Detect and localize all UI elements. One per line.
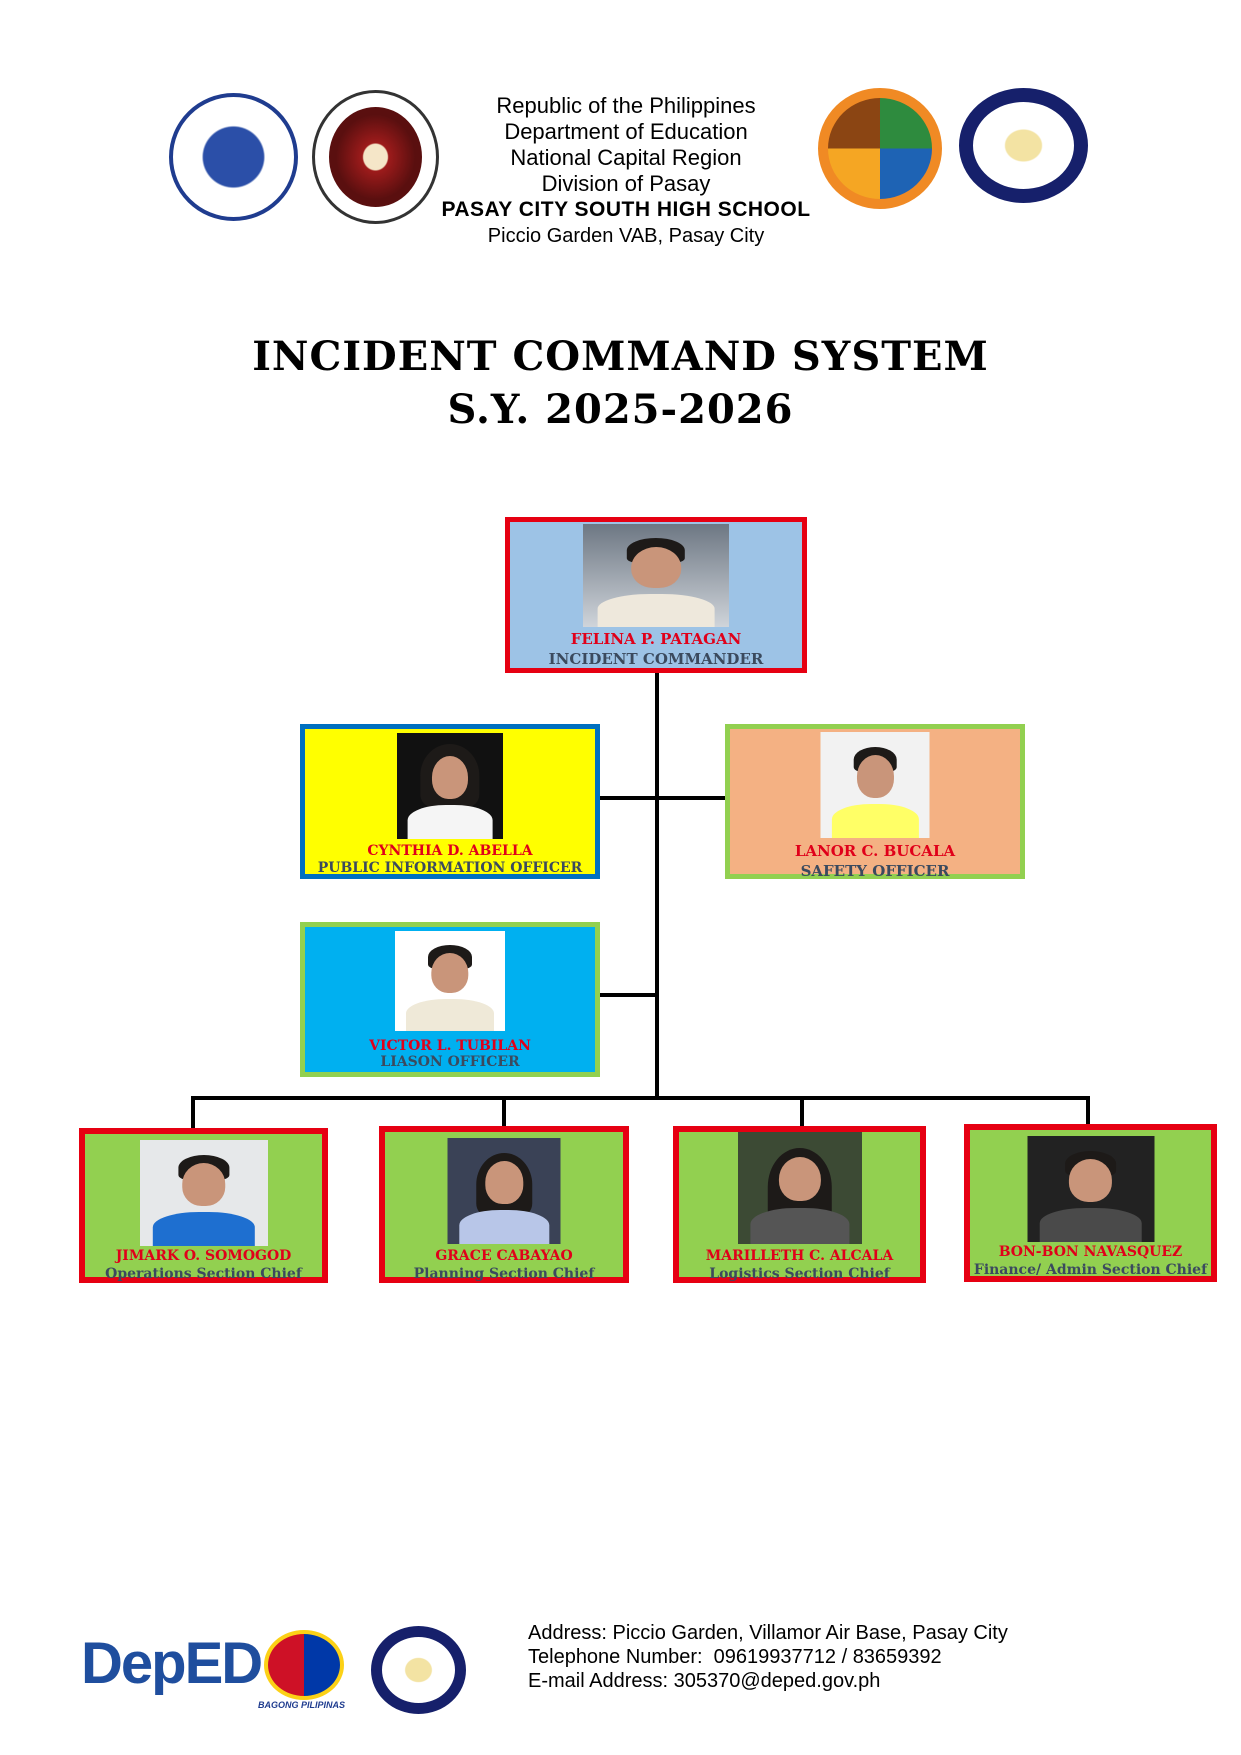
section-chief-role: Planning Section Chief xyxy=(413,1266,595,1282)
school-address: Piccio Garden VAB, Pasay City xyxy=(487,225,765,247)
connector-drop xyxy=(800,1096,804,1128)
section-chief-role: Operations Section Chief xyxy=(105,1266,302,1282)
section-chief-name: MARILLETH C. ALCALA xyxy=(705,1248,894,1264)
connector-drop xyxy=(502,1096,506,1128)
footer-address: Address: Piccio Garden, Villamor Air Bas… xyxy=(528,1622,1008,1644)
pio-role: PUBLIC INFORMATION OFFICER xyxy=(317,860,583,876)
liaison-role: LIASON OFFICER xyxy=(380,1054,520,1070)
header-line: Division of Pasay xyxy=(541,171,711,196)
section-chief-name: JIMARK O. SOMOGOD xyxy=(115,1248,292,1264)
connector-liaison xyxy=(599,993,657,997)
safety-name: LANOR C. BUCALA xyxy=(794,842,956,860)
section-chief-photo xyxy=(737,1132,862,1244)
commander-name: FELINA P. PATAGAN xyxy=(570,630,742,648)
sdrrmc-logo xyxy=(818,88,942,209)
pio-photo xyxy=(397,733,503,839)
connector-main-vertical xyxy=(655,673,659,1100)
school-seal-footer-logo xyxy=(371,1626,466,1714)
bagong-pilipinas-text: BAGONG PILIPINAS xyxy=(258,1700,346,1710)
school-name: PASAY CITY SOUTH HIGH SCHOOL xyxy=(441,198,811,221)
commander-photo xyxy=(583,524,729,627)
section-chief-role: Finance/ Admin Section Chief xyxy=(973,1262,1208,1278)
header-line: National Capital Region xyxy=(510,145,742,170)
commander-role: INCIDENT COMMANDER xyxy=(548,650,764,668)
page-subtitle: S.Y. 2025-2026 xyxy=(447,386,794,433)
liaison-name: VICTOR L. TUBILAN xyxy=(369,1038,531,1054)
section-chief-card: JIMARK O. SOMOGOD Operations Section Chi… xyxy=(79,1128,328,1283)
section-chief-name: BON-BON NAVASQUEZ xyxy=(998,1244,1183,1260)
pio-name: CYNTHIA D. ABELLA xyxy=(367,843,533,859)
incident-commander-card: FELINA P. PATAGAN INCIDENT COMMANDER xyxy=(505,517,807,673)
deped-seal-logo xyxy=(169,93,298,221)
page-title: INCIDENT COMMAND SYSTEM xyxy=(252,333,989,380)
pio-card: CYNTHIA D. ABELLA PUBLIC INFORMATION OFF… xyxy=(300,724,600,879)
section-chief-card: GRACE CABAYAO Planning Section Chief xyxy=(379,1126,629,1283)
footer-contact: Address: Piccio Garden, Villamor Air Bas… xyxy=(528,1621,1008,1693)
connector-pio-safety xyxy=(599,796,726,800)
connector-drop xyxy=(1086,1096,1090,1128)
liaison-photo xyxy=(395,931,505,1031)
connector-sections-horizontal xyxy=(191,1096,1090,1100)
section-chief-photo xyxy=(139,1140,268,1246)
bagong-pilipinas-logo xyxy=(264,1630,344,1700)
section-chief-photo xyxy=(1027,1136,1154,1242)
section-chief-name: GRACE CABAYAO xyxy=(435,1248,573,1264)
deped-logo: DepED xyxy=(81,1631,263,1696)
header-line: Republic of the Philippines xyxy=(496,93,756,118)
footer-email[interactable]: E-mail Address: 305370@deped.gov.ph xyxy=(528,1670,881,1692)
section-chief-card: MARILLETH C. ALCALA Logistics Section Ch… xyxy=(673,1126,926,1283)
safety-photo xyxy=(820,732,930,838)
header-line: Department of Education xyxy=(504,119,748,144)
liaison-officer-card: VICTOR L. TUBILAN LIASON OFFICER xyxy=(300,922,600,1077)
section-chief-role: Logistics Section Chief xyxy=(709,1266,890,1282)
safety-role: SAFETY OFFICER xyxy=(800,862,950,880)
section-chief-card: BON-BON NAVASQUEZ Finance/ Admin Section… xyxy=(964,1124,1217,1282)
school-seal-logo xyxy=(959,88,1088,203)
section-chief-photo xyxy=(447,1138,561,1244)
footer-telephone: Telephone Number: 09619937712 / 83659392 xyxy=(528,1646,942,1668)
header-text: Republic of the Philippines Department o… xyxy=(426,93,826,249)
deped-ncr-logo xyxy=(312,90,439,224)
connector-drop xyxy=(191,1096,195,1128)
safety-officer-card: LANOR C. BUCALA SAFETY OFFICER xyxy=(725,724,1025,880)
